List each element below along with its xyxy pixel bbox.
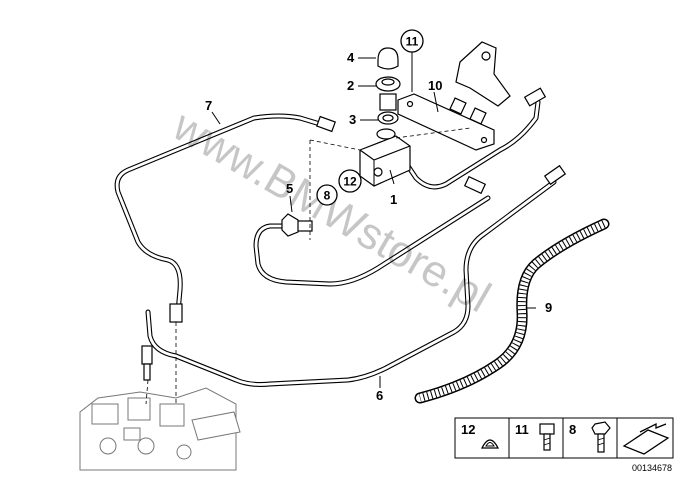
pipe-lower-loop [253,195,491,287]
legend-box: 12 11 8 [454,417,674,459]
pipe-to-bracket [401,99,541,190]
pipe-7 [114,113,323,315]
callout-circle-8: 8 [316,184,338,206]
engine-block-drawing [79,387,241,471]
leader-lines [211,50,536,388]
seal-ring-3 [377,111,399,125]
assembly-arrow-icon [622,422,670,455]
valve-2 [375,76,401,111]
callout-10: 10 [428,78,442,93]
pipe-6 [145,179,557,387]
callout-4: 4 [347,50,355,65]
callout-circle-11: 11 [400,29,424,53]
callout-9: 9 [545,300,552,315]
assembly-lines [145,127,471,405]
callout-2: 2 [347,78,354,93]
legend-number-11: 11 [515,422,529,437]
diagram-id: 00134678 [632,463,672,473]
callout-8: 8 [324,189,331,203]
hex-socket-screw-icon [539,423,555,451]
distributor-block [359,128,411,187]
callout-12: 12 [343,175,357,189]
washer-icon [480,439,500,449]
hex-bolt-icon [591,421,611,453]
legend-number-12: 12 [461,422,475,437]
mounting-bracket [455,41,511,107]
callout-circle-12: 12 [338,169,362,193]
cap-4 [377,47,399,70]
bolt-5 [281,213,299,237]
callout-5: 5 [286,181,293,196]
callout-1: 1 [390,192,397,207]
legend-number-8: 8 [569,422,576,437]
callout-11: 11 [406,35,419,49]
bracket-plate-10 [397,93,495,151]
callout-6: 6 [376,388,383,403]
pipe-fittings [141,87,567,381]
callout-3: 3 [349,112,356,127]
callout-7: 7 [205,98,212,113]
hose-9 [414,218,610,404]
